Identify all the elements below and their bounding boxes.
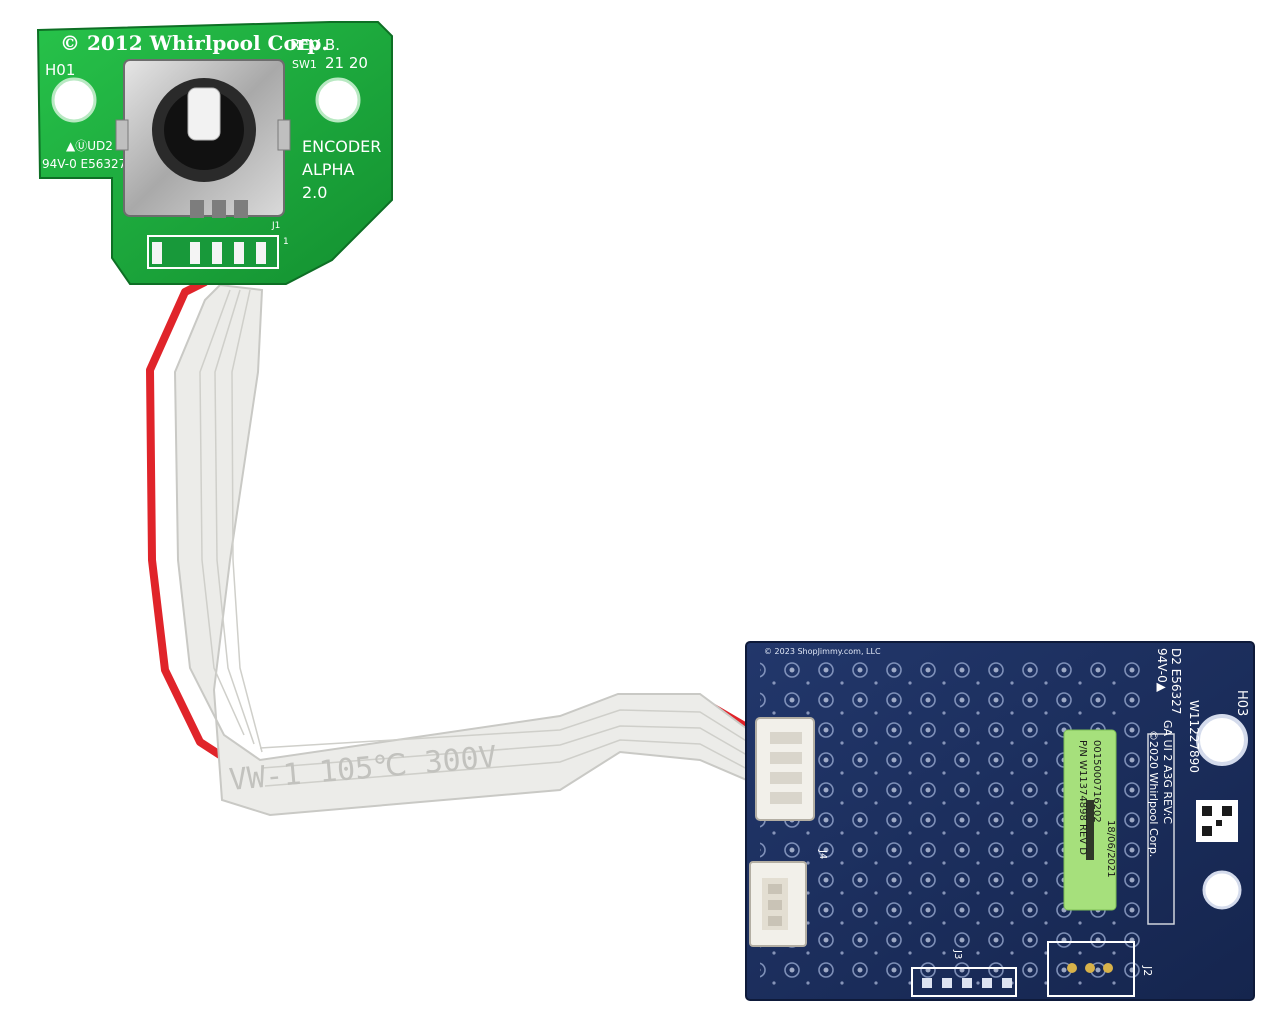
- rotary-encoder: [115, 59, 291, 218]
- interface-board: © 2023 ShopJimmy.com, LLC H03 W11227890 …: [745, 641, 1255, 1001]
- ribbon-cable: VW-1 105℃ 300V: [146, 278, 772, 817]
- encoder-rating: 94V-0 E56327: [42, 157, 126, 171]
- encoder-hole-label: H01: [45, 61, 75, 79]
- board-side-text-4: ©2020 Whirlpool Corp.: [1147, 730, 1160, 857]
- board-side-text-3: 94V-0▲: [1155, 648, 1169, 693]
- board-watermark: © 2023 ShopJimmy.com, LLC: [764, 647, 881, 656]
- encoder-connector-label: J1: [271, 221, 280, 231]
- board-connector-j4: J4: [755, 717, 828, 859]
- mounting-hole: [1196, 714, 1248, 766]
- encoder-ul-mark: ▲ⓊUD2: [66, 139, 113, 153]
- mounting-hole: [315, 77, 361, 123]
- mounting-hole: [1202, 870, 1242, 910]
- encoder-name-line2: ALPHA: [302, 160, 355, 179]
- label-line2: 001500071620​2: [1091, 740, 1102, 823]
- board-hole-label: H03: [1234, 690, 1249, 716]
- encoder-sw-label: SW1: [292, 58, 317, 71]
- label-line1: P/N W11374898 REV D: [1077, 740, 1088, 855]
- board-connector-j3: J3: [911, 949, 1017, 997]
- board-side-text-1: W11227890: [1187, 700, 1201, 773]
- encoder-name-line1: ENCODER: [302, 137, 381, 156]
- encoder-rev: REV B.: [290, 36, 340, 54]
- j3-label: J3: [952, 949, 963, 959]
- encoder-copyright: © 2012 Whirlpool Corp.: [60, 31, 328, 55]
- j4-label: J4: [817, 849, 828, 859]
- encoder-board: © 2012 Whirlpool Corp. REV B. SW1 21 20 …: [36, 21, 393, 285]
- label-line3: 18/06/2021: [1105, 820, 1116, 878]
- encoder-pin-one: 1: [283, 237, 289, 247]
- encoder-shaft: [187, 87, 221, 141]
- mounting-hole: [51, 77, 97, 123]
- encoder-name-line3: 2.0: [302, 183, 327, 202]
- board-side-text-5: GA UI 2 A3G REV:C: [1161, 720, 1174, 824]
- j2-label: J2: [1141, 965, 1154, 976]
- board-connector-ja: [749, 861, 807, 947]
- board-connector-j2: J2: [1047, 941, 1154, 997]
- part-number-label: P/N W11374898 REV D 001500071620​2 18/06…: [1063, 729, 1117, 911]
- encoder-date-code: 21 20: [325, 54, 368, 72]
- encoder-connector-j1: [147, 235, 279, 269]
- board-side-text-2: D2 E56327: [1169, 648, 1183, 714]
